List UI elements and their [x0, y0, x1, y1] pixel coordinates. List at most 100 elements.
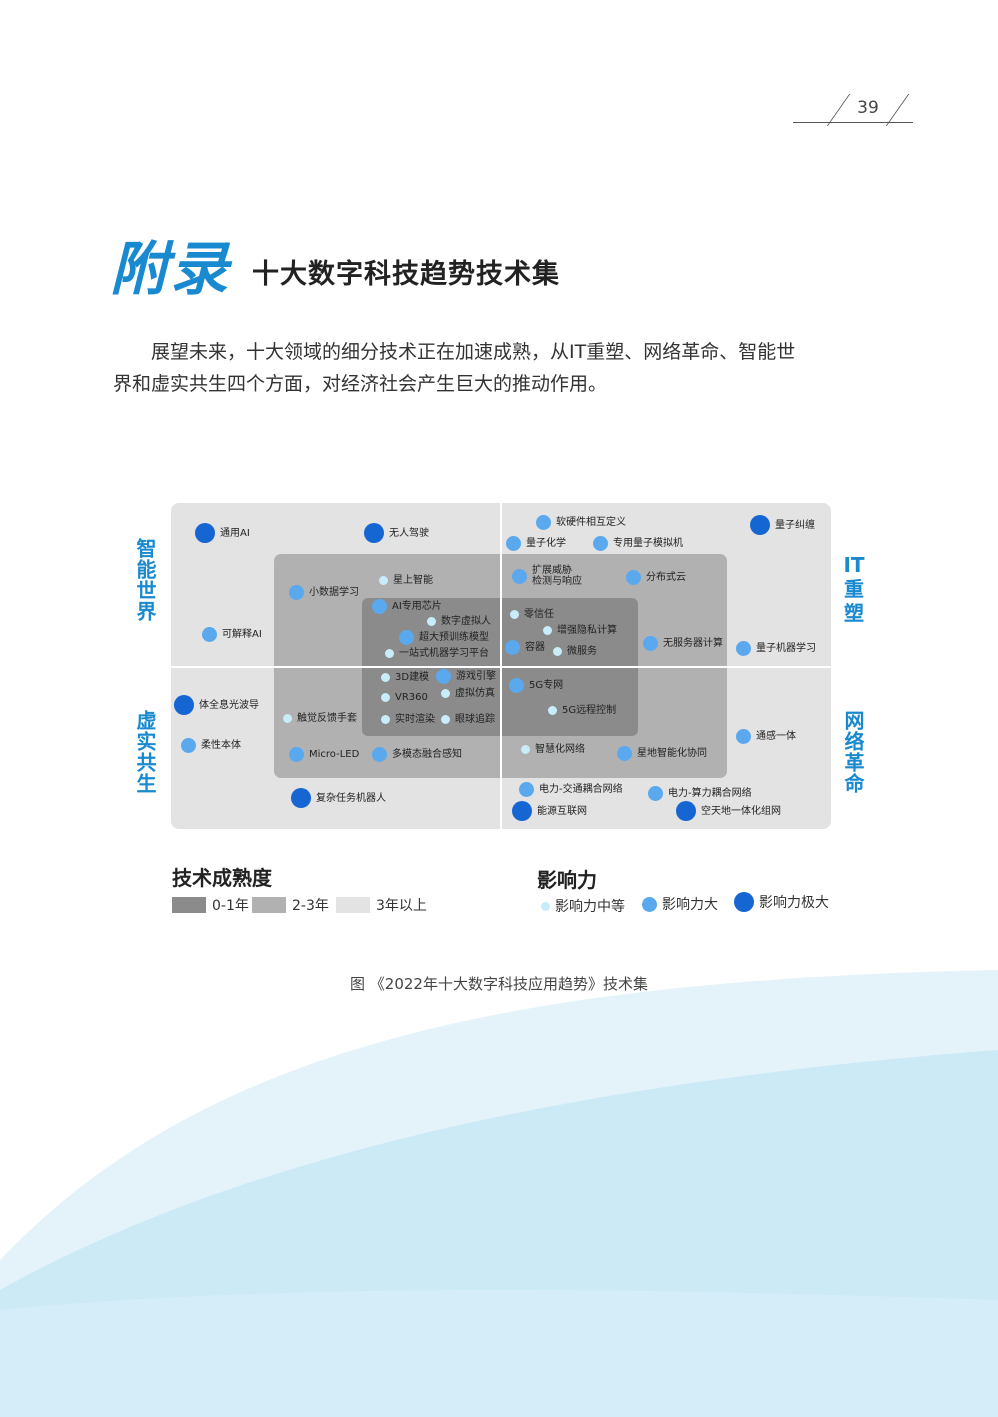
technology-label: 软硬件相互定义: [556, 517, 626, 528]
maturity-legend-2-3: 2-3年: [252, 895, 329, 915]
impact-dot-icon: [381, 673, 390, 682]
technology-label: 3D建模: [395, 672, 430, 683]
technology-item: 可解释AI: [202, 627, 262, 642]
technology-item: 超大预训练模型: [399, 630, 489, 645]
impact-dot-icon: [648, 786, 663, 801]
technology-item: 实时渲染: [381, 714, 435, 725]
technology-label: 通用AI: [220, 527, 250, 539]
impact-dot-icon: [593, 536, 608, 551]
technology-item: 通感一体: [736, 729, 796, 744]
technology-item: 星上智能: [379, 575, 433, 586]
impact-legend-huge: 影响力极大: [734, 892, 829, 912]
impact-dot-icon: [289, 585, 304, 600]
maturity-legend-0-1: 0-1年: [172, 895, 249, 915]
appendix-subtitle: 十大数字科技趋势技术集: [252, 259, 560, 290]
maturity-legend-2-3-label: 2-3年: [292, 898, 329, 914]
technology-item: 复杂任务机器人: [291, 788, 386, 808]
impact-dot-icon: [195, 523, 215, 543]
appendix-title: 附录: [110, 235, 231, 303]
quadrant-label-bottom-left: 虚实共生: [133, 710, 157, 794]
technology-item: 3D建模: [381, 672, 429, 683]
technology-label: 量子机器学习: [756, 643, 816, 654]
impact-legend-large-label: 影响力大: [662, 897, 718, 913]
background-waves: [0, 970, 998, 1417]
technology-item: 5G专网: [509, 678, 563, 693]
technology-label: 扩展威胁检测与响应: [532, 565, 582, 587]
technology-item: 眼球追踪: [441, 714, 495, 725]
technology-item: 增强隐私计算: [543, 625, 617, 636]
technology-label: 体全息光波导: [199, 699, 259, 711]
technology-item: 量子化学: [506, 536, 566, 551]
technology-label: 专用量子模拟机: [613, 538, 683, 549]
intro-line-2: 界和虚实共生四个方面，对经济社会产生巨大的推动作用。: [113, 373, 608, 395]
impact-dot-icon: [750, 515, 770, 535]
swatch-0-1: [172, 897, 206, 913]
impact-dot-icon: [174, 695, 194, 715]
technology-label: 增强隐私计算: [557, 625, 617, 636]
impact-dot-icon: [202, 627, 217, 642]
impact-dot-icon: [436, 669, 451, 684]
impact-dot-icon: [372, 599, 387, 614]
impact-large-dot-icon: [642, 896, 657, 912]
technology-item: 空天地一体化组网: [676, 801, 781, 821]
technology-label: 柔性本体: [201, 740, 241, 751]
technology-label: VR360: [395, 692, 428, 703]
impact-dot-icon: [512, 801, 532, 821]
technology-item: VR360: [381, 692, 428, 703]
technology-label: 无服务器计算: [663, 638, 723, 649]
impact-dot-icon: [381, 693, 390, 702]
technology-item: AI专用芯片: [372, 599, 442, 614]
quadrant-label-bottom-right: 网络革命: [841, 710, 865, 794]
technology-item: 虚拟仿真: [441, 688, 495, 699]
impact-dot-icon: [510, 610, 519, 619]
technology-label: 5G专网: [529, 680, 564, 691]
technology-item: 电力-交通耦合网络: [519, 782, 623, 797]
technology-label: 分布式云: [646, 572, 686, 583]
technology-item: 扩展威胁检测与响应: [512, 565, 582, 587]
impact-huge-dot-icon: [734, 892, 754, 912]
technology-label: 游戏引擎: [456, 671, 496, 682]
technology-label: 多模态融合感知: [392, 749, 462, 760]
technology-label: 星地智能化协同: [637, 748, 707, 759]
technology-item: 无人驾驶: [364, 523, 429, 543]
technology-item: 星地智能化协同: [617, 746, 707, 761]
technology-item: 多模态融合感知: [372, 747, 462, 762]
technology-label: 无人驾驶: [389, 527, 429, 539]
figure-caption: 图 《2022年十大数字科技应用趋势》技术集: [350, 975, 648, 993]
matrix-horizontal-divider: [171, 666, 831, 668]
technology-item: 无服务器计算: [643, 636, 723, 651]
technology-label: 空天地一体化组网: [701, 805, 781, 817]
maturity-legend-0-1-label: 0-1年: [212, 898, 249, 914]
impact-dot-icon: [548, 706, 557, 715]
maturity-legend-title: 技术成熟度: [172, 866, 272, 890]
impact-dot-icon: [427, 617, 436, 626]
technology-item: 体全息光波导: [174, 695, 259, 715]
impact-dot-icon: [181, 738, 196, 753]
technology-label: 微服务: [567, 646, 597, 657]
impact-dot-icon: [512, 568, 527, 584]
impact-dot-icon: [553, 647, 562, 656]
impact-dot-icon: [519, 782, 534, 797]
technology-label: AI专用芯片: [392, 601, 442, 612]
technology-matrix: [171, 503, 831, 829]
technology-item: 量子机器学习: [736, 641, 816, 656]
technology-item: 通用AI: [195, 523, 250, 543]
impact-dot-icon: [372, 747, 387, 762]
impact-dot-icon: [536, 515, 551, 530]
impact-legend-large: 影响力大: [642, 894, 718, 914]
impact-dot-icon: [283, 714, 292, 723]
impact-dot-icon: [736, 729, 751, 744]
technology-item: 量子纠缠: [750, 515, 815, 535]
impact-medium-dot-icon: [541, 901, 550, 911]
page-number: 39: [857, 98, 879, 118]
technology-label: Micro-LED: [309, 749, 360, 760]
technology-item: 柔性本体: [181, 738, 241, 753]
impact-dot-icon: [676, 801, 696, 821]
technology-label: 智慧化网络: [535, 744, 585, 755]
technology-label: 数字虚拟人: [441, 616, 491, 627]
technology-label: 零信任: [524, 609, 554, 620]
swatch-2-3: [252, 897, 286, 913]
intro-line-1: 展望未来，十大领域的细分技术正在加速成熟，从IT重塑、网络革命、智能世: [151, 341, 796, 363]
